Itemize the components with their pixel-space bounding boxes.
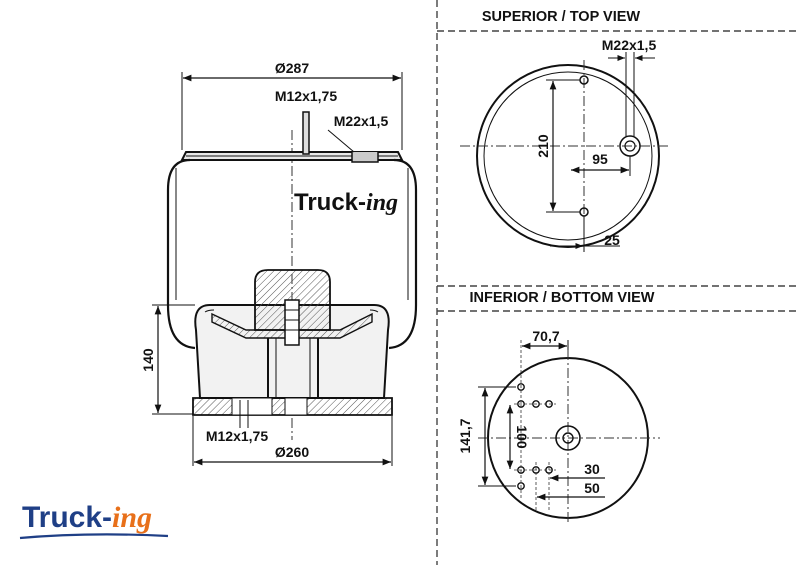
bottom-dim-holes: 100	[514, 425, 530, 449]
center-bolt	[284, 299, 300, 346]
dim-bottom-diameter: Ø260	[275, 444, 309, 460]
bottom-center-boss	[555, 425, 581, 451]
top-air-fitting-inner	[624, 140, 636, 152]
bellow-outline	[166, 158, 418, 350]
dim-bottom-bolt: M12x1,75	[206, 428, 268, 444]
dim-top-diameter: Ø287	[275, 60, 309, 76]
dim-top-bolt: M12x1,75	[275, 88, 337, 104]
top-stud	[302, 111, 310, 155]
logo-swoosh	[19, 533, 169, 540]
air-fitting	[351, 152, 379, 163]
top-view: SUPERIOR / TOP VIEW M22x1,5 210 95 25	[460, 9, 668, 252]
bottom-view: INFERIOR / BOTTOM VIEW	[457, 290, 660, 525]
bottom-dim-30: 30	[584, 461, 600, 477]
bottom-dim-50: 50	[584, 480, 600, 496]
brand-logo: Truck-ing	[19, 501, 169, 540]
view-dividers	[436, 0, 800, 565]
top-view-title: SUPERIOR / TOP VIEW	[482, 9, 641, 25]
dim-air-fitting: M22x1,5	[334, 113, 389, 129]
watermark-logo: Truck-ing	[294, 189, 398, 216]
dim-height: 140	[140, 348, 156, 372]
top-dim-spacing: 210	[535, 134, 551, 158]
bottom-dim-vspan: 141,7	[457, 418, 473, 453]
top-dim-edge: 25	[604, 232, 620, 248]
top-dim-offset: 95	[592, 151, 608, 167]
side-view: Truck-ing Ø287 M12x1,75 M22x1,5 140 M12x…	[140, 60, 418, 466]
clamp-plate	[211, 312, 373, 339]
bottom-dim-hoffset: 70,7	[532, 328, 559, 344]
svg-text:Truck-ing: Truck-ing	[22, 501, 152, 534]
bottom-view-title: INFERIOR / BOTTOM VIEW	[469, 290, 654, 306]
top-dim-air-fitting: M22x1,5	[602, 37, 657, 53]
top-plate-outline	[476, 64, 660, 248]
